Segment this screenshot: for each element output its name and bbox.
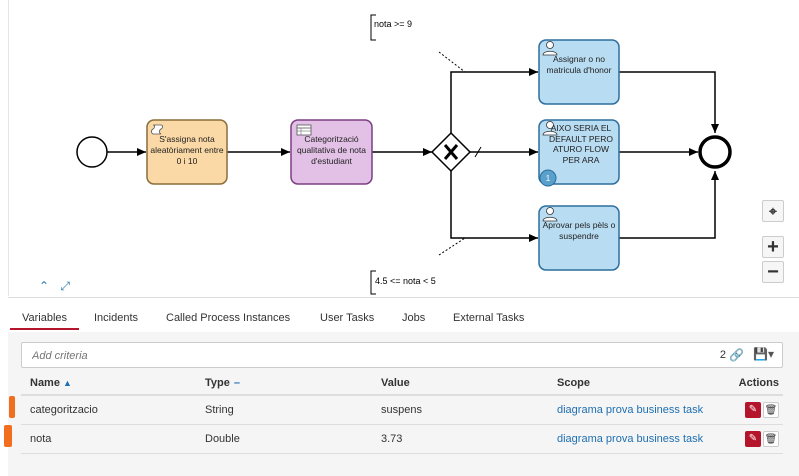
business-rule-icon: [296, 124, 312, 136]
bpmn-canvas[interactable]: nota >= 9 4.5 <= nota < 5 S'assigna nota…: [8, 0, 799, 296]
tab-user-tasks[interactable]: User Tasks: [320, 312, 375, 324]
trash-icon[interactable]: 🗑: [763, 402, 779, 418]
annotation-association-bottom: [438, 237, 466, 256]
sort-none-icon[interactable]: –: [233, 377, 240, 389]
instance-count-text: 1: [546, 174, 551, 183]
trash-icon[interactable]: 🗑: [763, 431, 779, 447]
end-event[interactable]: [698, 135, 732, 169]
variable-name: categoritzacio: [21, 395, 196, 425]
default-flow-marker: [474, 146, 482, 158]
column-header-actions: Actions: [726, 372, 783, 396]
tab-external-tasks[interactable]: External Tasks: [453, 312, 525, 324]
link-icon[interactable]: 🔗: [729, 348, 744, 362]
zoom-out-button[interactable]: −: [762, 261, 784, 283]
zoom-in-button[interactable]: +: [762, 236, 784, 258]
table-row: categoritzacio String suspens diagrama p…: [21, 395, 783, 425]
bpmn-diagram[interactable]: nota >= 9 4.5 <= nota < 5 S'assigna nota…: [9, 0, 799, 296]
column-header-name[interactable]: Name▲: [21, 372, 196, 396]
user-icon: [542, 41, 558, 56]
task-assign-grade[interactable]: S'assigna nota aleatòriament entre 0 i 1…: [146, 119, 228, 185]
variable-value[interactable]: 3.73: [372, 424, 548, 454]
instance-count-badge[interactable]: [539, 169, 557, 187]
annotation-bracket-top: [370, 14, 376, 41]
search-input[interactable]: [30, 346, 634, 366]
task-default[interactable]: AIXO SERIA EL DEFAULT PERO ATURO FLOW PE…: [538, 119, 620, 187]
annotation-association-top: [438, 51, 466, 73]
tab-jobs[interactable]: Jobs: [402, 312, 426, 324]
flow-honor-to-end[interactable]: [619, 71, 719, 133]
tab-incidents[interactable]: Incidents: [94, 312, 139, 324]
task-honor-label: Assignar o no matricula d'honor: [546, 54, 612, 75]
reset-zoom-button[interactable]: ⌖: [762, 200, 784, 222]
column-header-type[interactable]: Type–: [196, 372, 372, 396]
variable-type: Double: [196, 424, 372, 454]
flow-gateway-to-honor[interactable]: [450, 68, 538, 133]
tab-called-process-instances[interactable]: Called Process Instances: [166, 312, 291, 324]
annotation-bracket-bottom: [370, 270, 376, 295]
task-assign-label: S'assigna nota aleatòriament entre 0 i 1…: [150, 134, 224, 166]
flow-gateway-to-approve[interactable]: [450, 171, 538, 242]
collapse-up-icon[interactable]: ⌃: [39, 279, 50, 293]
column-header-value[interactable]: Value: [372, 372, 548, 396]
variable-name: nota: [21, 424, 196, 454]
start-event[interactable]: [76, 136, 108, 168]
detail-tabs: Variables Incidents Called Process Insta…: [8, 297, 799, 333]
criteria-search-bar: 2 🔗 💾▾: [21, 342, 783, 368]
task-honor[interactable]: Assignar o no matricula d'honor: [538, 39, 620, 105]
save-dropdown-icon[interactable]: 💾▾: [753, 347, 774, 361]
condition-label-top: nota >= 9: [374, 19, 412, 29]
row-actions: ✎🗑: [726, 395, 783, 425]
variables-panel: 2 🔗 💾▾ Name▲ Type– Value Scope Actions c…: [8, 332, 799, 476]
flow-approve-to-end[interactable]: [619, 171, 719, 239]
variable-scope-link[interactable]: diagrama prova business task: [548, 424, 726, 454]
exclusive-gateway[interactable]: [430, 131, 472, 173]
edit-icon[interactable]: ✎: [745, 431, 761, 447]
column-header-scope[interactable]: Scope: [548, 372, 726, 396]
annotation-marker: [4, 425, 12, 447]
task-categorize-grade[interactable]: Categorització qualitativa de nota d'est…: [290, 119, 373, 185]
variable-value[interactable]: suspens: [372, 395, 548, 425]
crosshair-icon: ⌖: [769, 202, 777, 219]
condition-label-bottom: 4.5 <= nota < 5: [375, 276, 436, 286]
variable-scope-link[interactable]: diagrama prova business task: [548, 395, 726, 425]
variables-table: Name▲ Type– Value Scope Actions categori…: [21, 372, 783, 454]
task-approve[interactable]: Aprovar pels pèls o suspendre: [538, 205, 620, 271]
script-icon: [151, 124, 163, 135]
expand-icon[interactable]: ⤢: [60, 279, 71, 293]
user-icon: [542, 207, 558, 222]
task-approve-label: Aprovar pels pèls o suspendre: [542, 220, 616, 241]
row-actions: ✎🗑: [726, 424, 783, 454]
user-icon: [542, 121, 558, 136]
annotation-marker: [9, 396, 15, 418]
edit-icon[interactable]: ✎: [745, 402, 761, 418]
gateway-x-icon: [443, 144, 459, 160]
task-categorize-label: Categorització qualitativa de nota d'est…: [297, 134, 366, 166]
result-count: 2: [719, 349, 726, 361]
table-row: nota Double 3.73 diagrama prova business…: [21, 424, 783, 454]
task-default-label: AIXO SERIA EL DEFAULT PERO ATURO FLOW PE…: [549, 123, 613, 165]
variable-type: String: [196, 395, 372, 425]
sort-asc-icon[interactable]: ▲: [62, 378, 72, 388]
tab-variables[interactable]: Variables: [10, 298, 80, 330]
panel-resize-controls: ⌃ ⤢: [39, 279, 78, 294]
